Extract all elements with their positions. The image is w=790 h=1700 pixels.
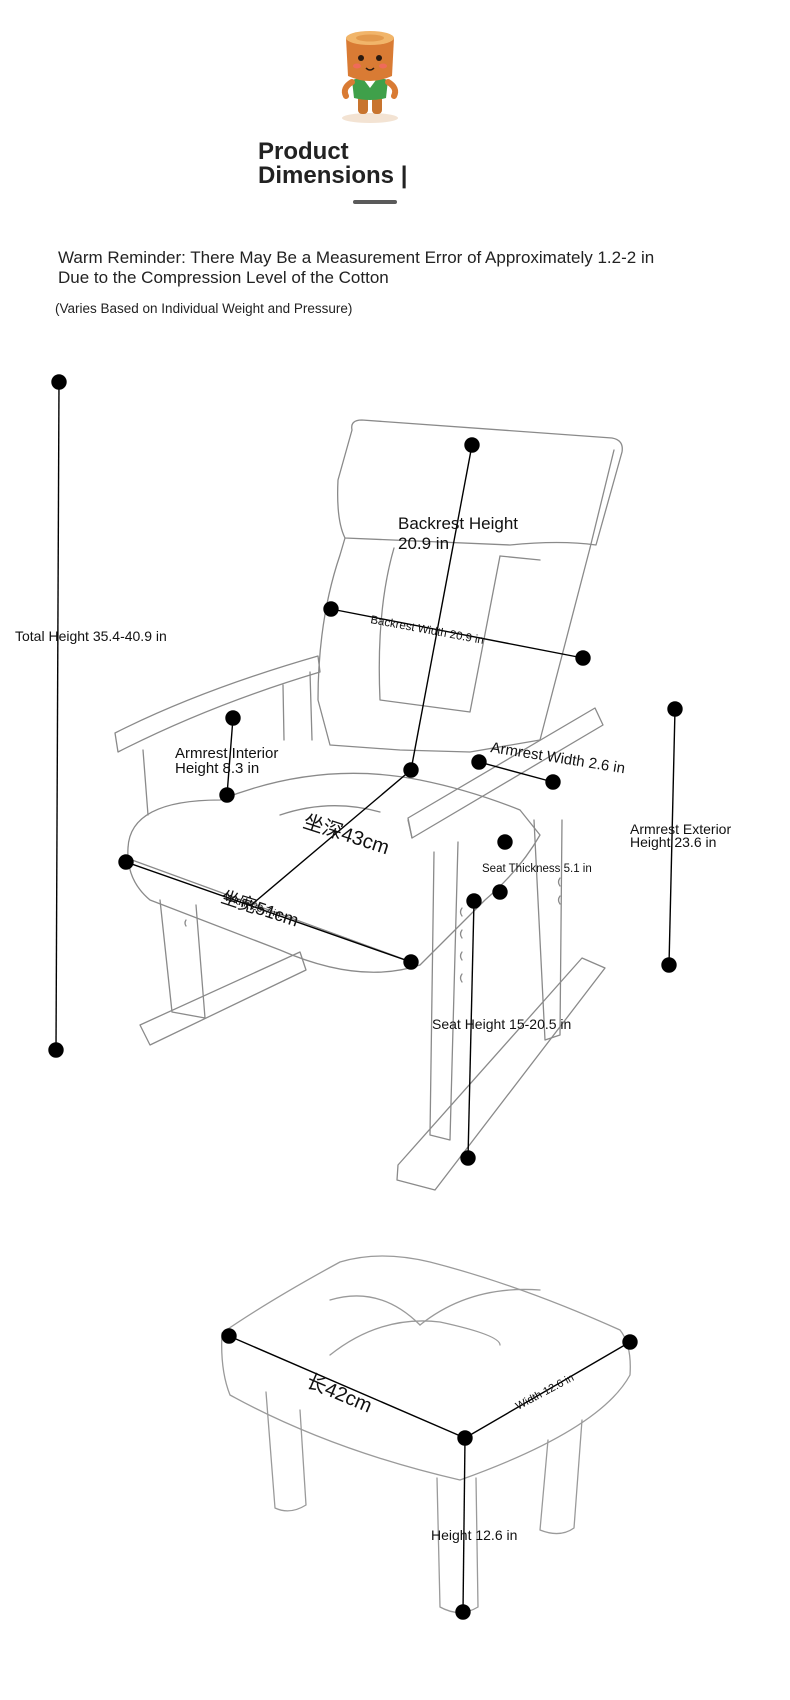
seat-thickness-bottom-dot <box>492 884 508 900</box>
seat-depth-line-visible <box>249 769 412 907</box>
total-height-line <box>55 381 60 1051</box>
total-height-bottom-dot <box>48 1042 64 1058</box>
armrest-width-label: Armrest Width 2.6 in <box>489 739 626 777</box>
seat-width-line <box>125 861 412 963</box>
ottoman-drawing <box>221 1255 631 1614</box>
dimension-labels: Total Height 35.4-40.9 in Backrest Heigh… <box>15 514 731 1543</box>
seat-thickness-top-dot <box>497 834 513 850</box>
title-underline <box>353 200 397 204</box>
title-line-1: Product <box>258 138 349 165</box>
reminder-note: (Varies Based on Individual Weight and P… <box>55 301 353 316</box>
measurement-reminder: Warm Reminder: There May Be a Measuremen… <box>58 248 698 288</box>
reminder-line-1: Warm Reminder: There May Be a Measuremen… <box>58 248 655 267</box>
armrest-exterior-label-2: Height 23.6 in <box>630 834 716 850</box>
ottoman-width-line <box>464 1341 631 1439</box>
ottoman-height-label: Height 12.6 in <box>431 1527 517 1543</box>
seat-height-label: Seat Height 15-20.5 in <box>432 1016 571 1032</box>
seat-height-line <box>467 900 475 1159</box>
armrest-exterior-label-1: Armrest Exterior <box>630 821 731 837</box>
backrest-width-label: Backrest Width 20.9 in <box>369 614 484 647</box>
ottoman-width-label: Width 12.6 in <box>514 1372 576 1413</box>
chair-drawing <box>114 419 623 1191</box>
backrest-height-label-2: 20.9 in <box>398 534 449 553</box>
ottoman-length-line <box>228 1335 466 1439</box>
backrest-height-label-1: Backrest Height <box>398 514 518 533</box>
armrest-interior-line <box>226 717 234 796</box>
armrest-interior-label-1: Armrest Interior <box>175 745 278 762</box>
title-line-2: Dimensions | <box>258 162 408 189</box>
armrest-interior-label-2: Height 8.3 in <box>175 760 259 777</box>
page-title: Product Dimensions | <box>258 140 488 188</box>
reminder-line-2: Due to the Compression Level of the Cott… <box>58 268 389 287</box>
total-height-top-dot <box>51 374 67 390</box>
dimension-lines <box>48 374 683 1620</box>
armrest-exterior-line <box>668 708 676 966</box>
total-height-label: Total Height 35.4-40.9 in <box>15 628 167 644</box>
ottoman-length-label: 长42cm <box>303 1369 375 1417</box>
backrest-height-line <box>410 444 473 771</box>
ottoman-height-line <box>462 1437 466 1613</box>
seat-thickness-label: Seat Thickness 5.1 in <box>482 863 592 875</box>
armrest-width-line <box>478 761 554 783</box>
backrest-width-line <box>330 608 584 659</box>
tree-stump-mascot-icon <box>341 31 399 123</box>
